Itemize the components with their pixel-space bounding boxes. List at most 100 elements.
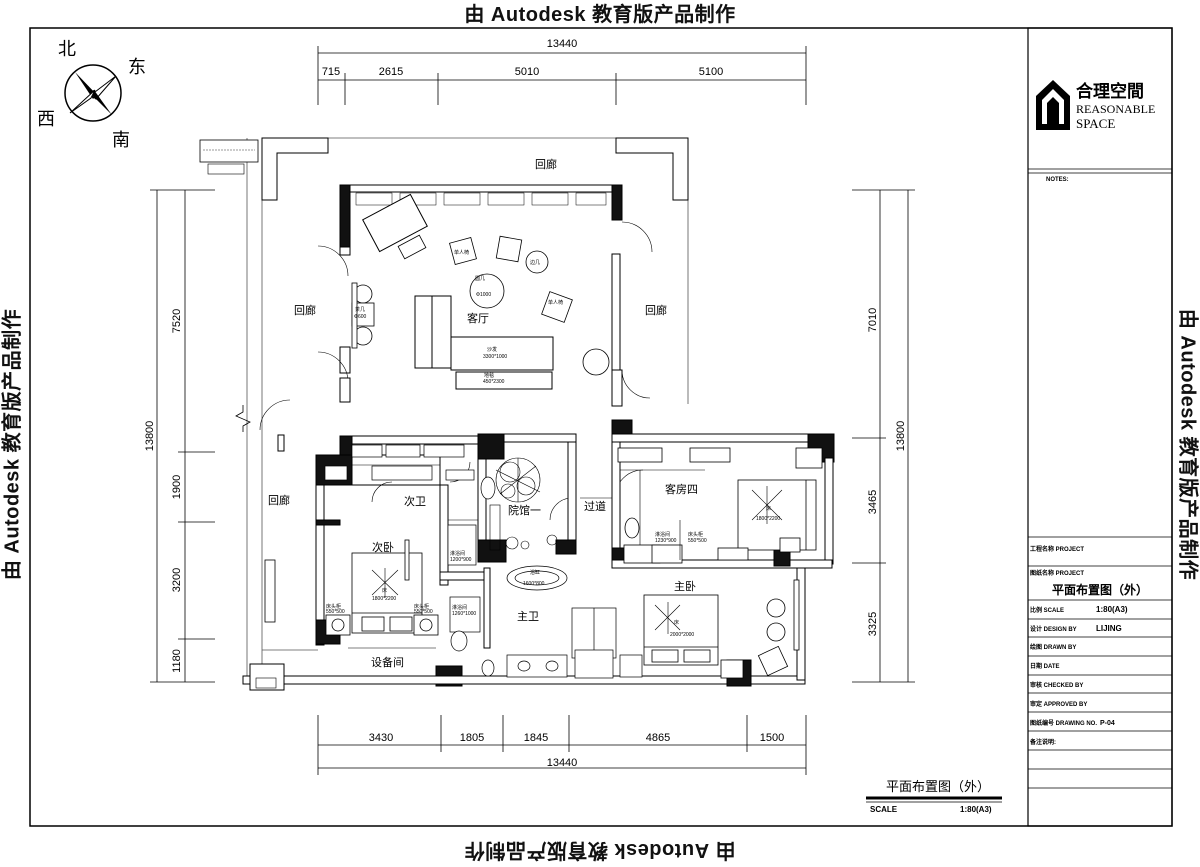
compass-east-label: 东 <box>128 57 146 77</box>
shower-size-master: 1260*1000 <box>452 611 476 617</box>
rug-label: 地毯 <box>484 372 494 379</box>
nightstand-label-guest: 床头柜 <box>688 531 703 538</box>
round-table-size: Φ1000 <box>476 292 491 298</box>
tea-table-size: Φ600 <box>354 314 367 320</box>
nightstand-size-right: 550*500 <box>414 609 433 615</box>
room-label-second-bath: 次卫 <box>404 494 426 508</box>
guest-bed-icon <box>618 448 822 563</box>
toilet-icon <box>451 631 467 651</box>
date-label: 日期 DATE <box>1030 662 1060 670</box>
dim-top-seg-4: 5100 <box>699 66 723 78</box>
compass: 北 东 南 西 <box>37 39 146 150</box>
master-bed-size: 2000*2000 <box>670 632 694 638</box>
design-value: LIJING <box>1096 624 1122 633</box>
dimension-left <box>150 190 215 682</box>
dim-bottom-total: 13440 <box>547 757 578 769</box>
dim-left-seg-4: 1180 <box>171 649 183 673</box>
toilet-icon <box>625 518 639 538</box>
sofa-size: 3300*1000 <box>483 354 507 360</box>
room-label-equipment: 设备间 <box>371 655 404 669</box>
shower-label-guest: 淋浴间 <box>655 531 670 538</box>
shower-size-guest: 1230*900 <box>655 538 677 544</box>
company-name-en-2: SPACE <box>1076 116 1115 131</box>
dim-right-seg-1: 7010 <box>867 308 879 332</box>
dim-bottom-seg-2: 1805 <box>460 732 484 744</box>
checked-label: 审核 CHECKED BY <box>1030 681 1083 689</box>
west-arrow-icon <box>70 90 95 113</box>
door-arc-icon <box>622 370 650 398</box>
chair-label: 单人椅 <box>548 299 563 306</box>
dim-right-seg-2: 3465 <box>867 490 879 514</box>
shower-size-second: 1200*900 <box>450 557 472 563</box>
toilet-icon <box>482 660 494 676</box>
plan-caption-title: 平面布置图（外） <box>886 779 990 794</box>
drawn-label: 绘图 DRAWN BY <box>1030 643 1076 651</box>
company-name-cn: 合理空間 <box>1076 81 1144 101</box>
drawing-no-value: P-04 <box>1100 720 1115 727</box>
side-table-label: 边几 <box>530 259 540 266</box>
shower-label-second: 淋浴间 <box>450 550 465 557</box>
room-label-corridor-lower: 回廊 <box>268 493 290 507</box>
dim-left-total: 13800 <box>144 421 156 452</box>
nightstand-icon <box>326 615 350 635</box>
master-bed-label: 床 <box>674 619 679 626</box>
room-label-guest: 客房四 <box>665 482 698 496</box>
floor-plan: 圆几 Φ1000 沙发 3300*1000 地毯 450*2300 茶几 Φ60… <box>200 138 834 690</box>
dim-right-seg-3: 3325 <box>867 612 879 636</box>
compass-south-label: 南 <box>112 130 130 150</box>
room-label-corridor-top: 回廊 <box>535 157 557 171</box>
plan-caption-scale-value: 1:80(A3) <box>960 805 992 814</box>
scale-label: 比例 SCALE <box>1030 606 1064 614</box>
room-label-corridor-left: 回廊 <box>294 303 316 317</box>
second-bed-size: 1800*2200 <box>372 596 396 602</box>
plan-caption-scale-label: SCALE <box>870 805 898 814</box>
round-table-label: 圆几 <box>475 276 485 282</box>
drawing-no-label: 图纸编号 DRAWING NO. <box>1030 719 1097 727</box>
notes-label: NOTES: <box>1046 177 1069 183</box>
room-label-passage: 过道 <box>584 499 606 513</box>
door-arc-icon <box>260 400 290 430</box>
dim-bottom-seg-3: 1845 <box>524 732 548 744</box>
second-bed-label: 床 <box>382 587 387 594</box>
compass-north-label: 北 <box>58 39 76 59</box>
guest-bed-size: 1800*2200 <box>756 516 780 522</box>
tea-table-label: 茶几 <box>355 306 365 313</box>
dim-left-seg-3: 3200 <box>171 568 183 592</box>
armchair-icon <box>496 236 521 261</box>
company-name-en-1: REASONABLE <box>1076 102 1155 116</box>
bathtub-size: 1600*800 <box>523 581 545 587</box>
nightstand-size-guest: 550*500 <box>688 538 707 544</box>
dim-top-seg-2: 2615 <box>379 66 403 78</box>
shower-label-master: 淋浴间 <box>452 604 467 611</box>
rug-size: 450*2300 <box>483 379 505 385</box>
dim-bottom-seg-5: 1500 <box>760 732 784 744</box>
compass-west-label: 西 <box>37 109 55 129</box>
project-label-1: 工程名称 PROJECT <box>1030 545 1084 553</box>
chair-label-2: 单人椅 <box>454 249 469 256</box>
dim-left-seg-2: 1900 <box>171 475 183 499</box>
plant-icon <box>583 349 609 375</box>
room-label-second-bedroom: 次卧 <box>372 540 394 554</box>
dim-top-seg-1: 715 <box>322 66 340 78</box>
scale-value: 1:80(A3) <box>1096 605 1128 614</box>
design-label: 设计 DESIGN BY <box>1030 625 1077 633</box>
sofa-label: 沙发 <box>487 346 497 353</box>
dim-top-total: 13440 <box>547 38 578 50</box>
room-label-master-bedroom: 主卧 <box>674 580 696 593</box>
door-arc-icon <box>622 222 652 252</box>
guest-bed-label: 床 <box>766 505 771 512</box>
remarks-label: 备注说明: <box>1029 738 1056 746</box>
approved-label: 审定 APPROVED BY <box>1030 700 1087 708</box>
plan-caption: 平面布置图（外） SCALE 1:80(A3) <box>866 779 1002 814</box>
dim-right-total: 13800 <box>895 421 907 452</box>
dim-left-seg-1: 7520 <box>171 309 183 333</box>
vanity-icon <box>372 466 432 480</box>
shower-icon <box>652 545 682 563</box>
armchair-icon <box>542 292 573 323</box>
tree-icon <box>490 458 557 550</box>
dim-bottom-seg-4: 4865 <box>646 732 670 744</box>
room-label-courtyard: 院馆一 <box>508 503 541 517</box>
project-label-2: 图纸名称 PROJECT <box>1030 569 1084 577</box>
room-label-corridor-right: 回廊 <box>645 303 667 317</box>
